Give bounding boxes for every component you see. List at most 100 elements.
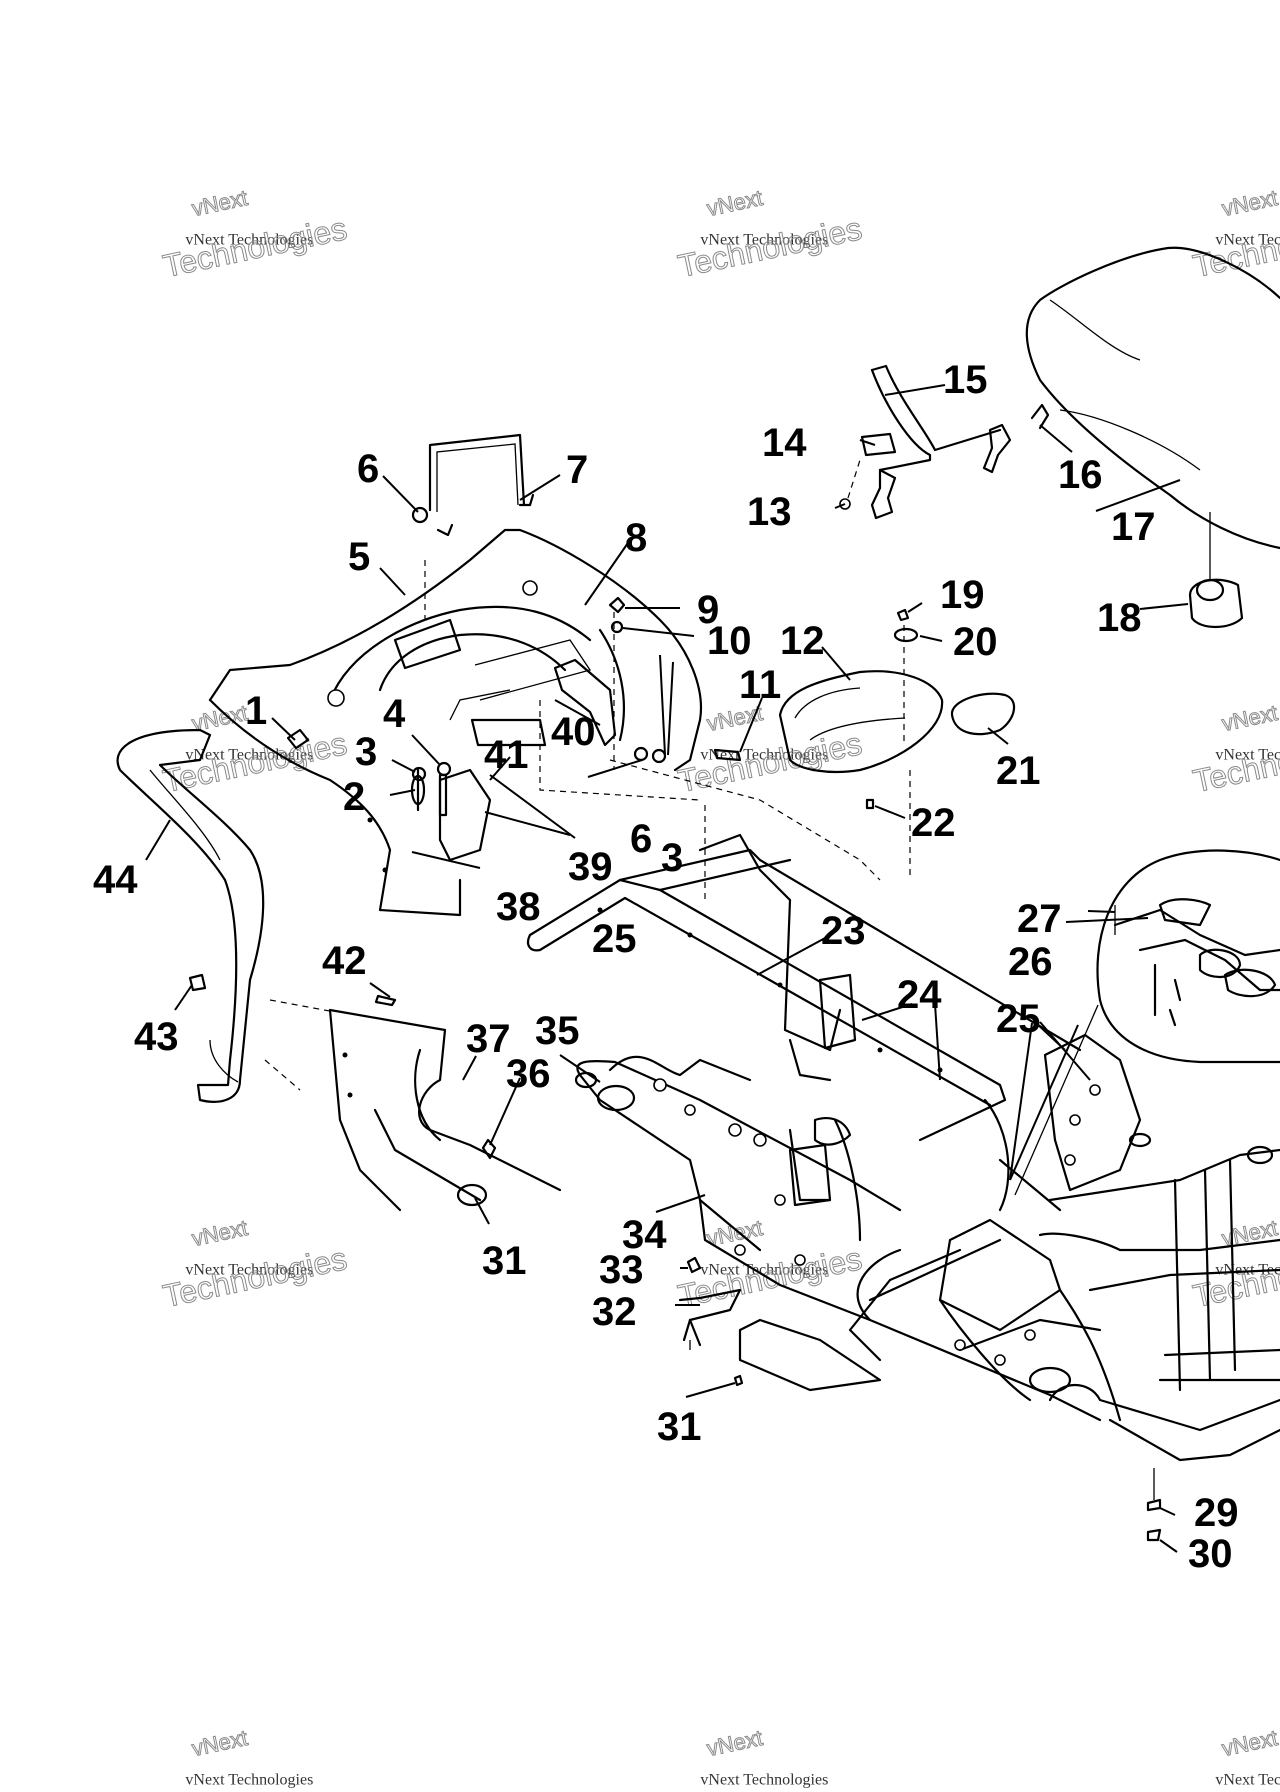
watermark-line3: Technologies <box>1190 1240 1280 1314</box>
watermark-line2: vNext Technologies <box>185 232 313 249</box>
rear-rack-bar <box>428 433 535 537</box>
watermarks: vNext vNext Technologies Technologies vN… <box>159 184 1280 1789</box>
callout-37: 37 <box>466 1017 511 1061</box>
callout-2: 2 <box>343 775 365 819</box>
watermark: vNext vNext Technologies Technologies <box>674 1214 865 1314</box>
watermark: vNext vNext Technologies Technologies <box>159 1214 350 1314</box>
watermark: vNext vNext Technologies <box>185 1724 313 1789</box>
callout-35: 35 <box>535 1009 580 1053</box>
footwell-part <box>264 999 562 1212</box>
watermark-line1: vNext <box>1220 185 1280 221</box>
callout-9: 9 <box>697 588 719 632</box>
callout-1: 1 <box>245 689 267 733</box>
callout-43: 43 <box>134 1015 179 1059</box>
callout-31: 31 <box>482 1239 527 1283</box>
watermark-line2: vNext Technologies <box>185 747 313 764</box>
callout-36: 36 <box>506 1052 551 1096</box>
callout-24: 24 <box>897 973 942 1017</box>
watermark-line2: vNext Technologies <box>1215 747 1280 764</box>
watermark-line3: Technologies <box>1190 725 1280 799</box>
callout-42: 42 <box>322 939 367 983</box>
side-rail-part <box>116 728 265 1103</box>
callout-14: 14 <box>762 421 807 465</box>
callout-11: 11 <box>739 663 781 707</box>
callout-27: 27 <box>1017 897 1062 941</box>
callout-40: 40 <box>551 710 596 754</box>
callout-20: 20 <box>953 620 998 664</box>
callout-3: 3 <box>661 836 683 880</box>
callout-5: 5 <box>348 535 370 579</box>
watermark-line2: vNext Technologies <box>185 1262 313 1279</box>
callout-34: 34 <box>622 1213 667 1257</box>
callout-29: 29 <box>1194 1491 1239 1535</box>
watermark-line3: Technologies <box>160 210 350 284</box>
callouts: 1 2 3 3 4 5 6 6 7 8 9 10 11 12 13 14 15 … <box>93 358 1239 1576</box>
seat-latch-assembly <box>839 364 1050 520</box>
watermark-line3: Technologies <box>675 210 865 284</box>
seat-part <box>1025 246 1280 550</box>
seat-bumper-part <box>1188 512 1244 629</box>
watermark-line3: Technologies <box>1190 210 1280 284</box>
callout-6: 6 <box>630 817 652 861</box>
watermark-line1: vNext <box>190 1215 250 1251</box>
strap-part <box>950 692 1016 736</box>
callout-31: 31 <box>657 1405 702 1449</box>
watermark: vNext vNext Technologies <box>700 1724 828 1789</box>
watermark: vNext vNext Technologies <box>1215 1724 1280 1789</box>
watermark: vNext vNext Technologies Technologies <box>1189 699 1280 799</box>
watermark-line1: vNext <box>705 185 765 221</box>
watermark-line1: vNext <box>190 1725 250 1761</box>
callout-25: 25 <box>996 997 1041 1041</box>
watermark-line2: vNext Technologies <box>700 1262 828 1279</box>
watermark-line2: vNext Technologies <box>700 232 828 249</box>
fender-brackets <box>438 658 911 900</box>
callout-26: 26 <box>1008 940 1053 984</box>
callout-30: 30 <box>1188 1532 1233 1576</box>
callout-18: 18 <box>1097 596 1142 640</box>
callout-22: 22 <box>911 801 956 845</box>
callout-19: 19 <box>940 573 985 617</box>
callout-25: 25 <box>592 917 637 961</box>
leader-lines <box>145 384 1189 1553</box>
callout-21: 21 <box>996 749 1041 793</box>
callout-32: 32 <box>592 1290 637 1334</box>
watermark-line2: vNext Technologies <box>700 1772 828 1789</box>
watermark: vNext vNext Technologies Technologies <box>674 184 865 284</box>
detail-inset <box>1014 849 1280 1196</box>
watermark-line3: Technologies <box>675 725 865 799</box>
callout-15: 15 <box>943 358 988 402</box>
watermark-line3: Technologies <box>160 1240 350 1314</box>
callout-17: 17 <box>1111 505 1156 549</box>
watermark: vNext vNext Technologies Technologies <box>1189 184 1280 284</box>
watermark: vNext vNext Technologies Technologies <box>159 184 350 284</box>
callout-41: 41 <box>484 733 529 777</box>
footrest-part <box>678 1288 742 1350</box>
callout-4: 4 <box>383 692 406 736</box>
callout-6: 6 <box>357 447 379 491</box>
callout-16: 16 <box>1058 453 1103 497</box>
callout-38: 38 <box>496 885 541 929</box>
watermark-line1: vNext <box>1220 1725 1280 1761</box>
callout-10: 10 <box>707 619 752 663</box>
main-frame-part <box>526 833 1280 1462</box>
callout-33: 33 <box>599 1248 644 1292</box>
watermark-line1: vNext <box>1220 700 1280 736</box>
watermark-line2: vNext Technologies <box>1215 232 1280 249</box>
watermark-line1: vNext <box>705 1725 765 1761</box>
watermark-line1: vNext <box>190 185 250 221</box>
watermark-line2: vNext Technologies <box>185 1772 313 1789</box>
seat-base-part <box>778 670 944 774</box>
callout-8: 8 <box>625 516 647 560</box>
callout-39: 39 <box>568 845 613 889</box>
callout-23: 23 <box>821 909 866 953</box>
fasteners <box>188 506 1162 1542</box>
callout-12: 12 <box>780 619 825 663</box>
watermark-line3: Technologies <box>675 1240 865 1314</box>
callout-3: 3 <box>355 730 377 774</box>
callout-44: 44 <box>93 858 138 902</box>
callout-7: 7 <box>566 448 588 492</box>
rear-fender-part <box>208 528 702 917</box>
watermark-line2: vNext Technologies <box>1215 1772 1280 1789</box>
callout-13: 13 <box>747 490 792 534</box>
